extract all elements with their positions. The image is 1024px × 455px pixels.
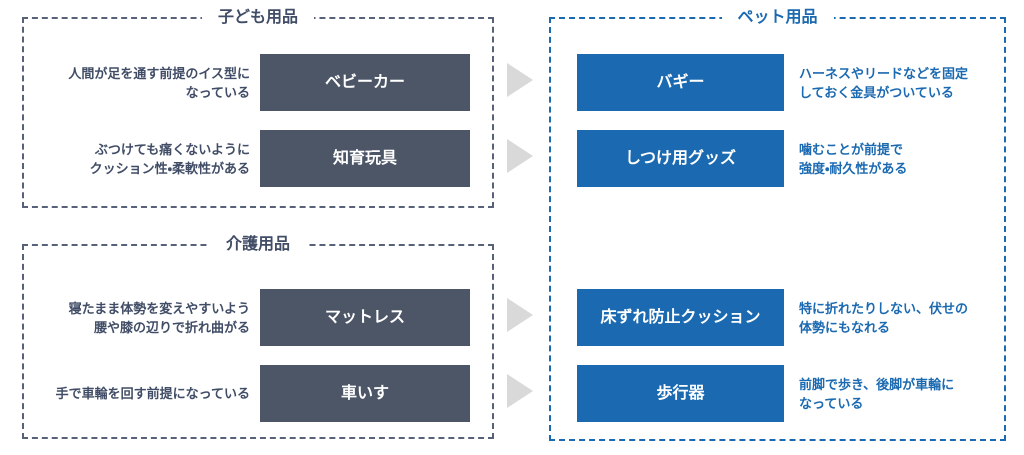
care-row1-box: マットレス	[260, 289, 470, 346]
pets-row1-description: ハーネスやリードなどを固定 しておく金具がついている	[799, 65, 969, 100]
group-kids-title: 子ども用品	[201, 7, 315, 29]
pets-row2-description: 噛むことが前提で 強度・耐久性がある	[799, 141, 908, 176]
right-arrow-icon	[507, 139, 533, 173]
care-row2-description: 手で車輪を回す前提になっている	[55, 386, 250, 401]
care-row1-description: 寝たまま体勢を変えやすいよう 腰や膝の辺りで折れ曲がる	[68, 300, 250, 335]
group-pet-products: ペット用品 バギー ハーネスやリードなどを固定 しておく金具がついている しつけ…	[549, 7, 1006, 441]
pets-row3-box: 床ずれ防止クッション	[577, 289, 784, 346]
pets-row4-description: 前脚で歩き、後脚が車輪に なっている	[799, 376, 955, 411]
group-care-title: 介護用品	[209, 234, 307, 256]
pets-row2-box: しつけ用グッズ	[577, 130, 784, 187]
group-care-products: 介護用品 寝たまま体勢を変えやすいよう 腰や膝の辺りで折れ曲がる マットレス 手…	[22, 234, 494, 439]
right-arrow-icon	[507, 298, 533, 332]
right-arrow-icon	[507, 374, 533, 408]
care-row2-box: 車いす	[260, 365, 470, 422]
kids-row1-description: 人間が足を通す前提のイス型に なっている	[68, 65, 250, 100]
kids-row2-description: ぶつけても痛くないように クッション性・柔軟性がある	[89, 141, 250, 176]
kids-row1-box: ベビーカー	[260, 54, 470, 111]
group-pets-title: ペット用品	[721, 7, 834, 29]
kids-row2-box: 知育玩具	[260, 130, 470, 187]
right-arrow-icon	[507, 63, 533, 97]
group-kids-products: 子ども用品 人間が足を通す前提のイス型に なっている ベビーカー ぶつけても痛く…	[22, 7, 494, 208]
pets-row1-box: バギー	[577, 54, 784, 111]
pets-row4-box: 歩行器	[577, 365, 784, 422]
pets-row3-description: 特に折れたりしない、伏せの 体勢にもなれる	[799, 300, 969, 335]
